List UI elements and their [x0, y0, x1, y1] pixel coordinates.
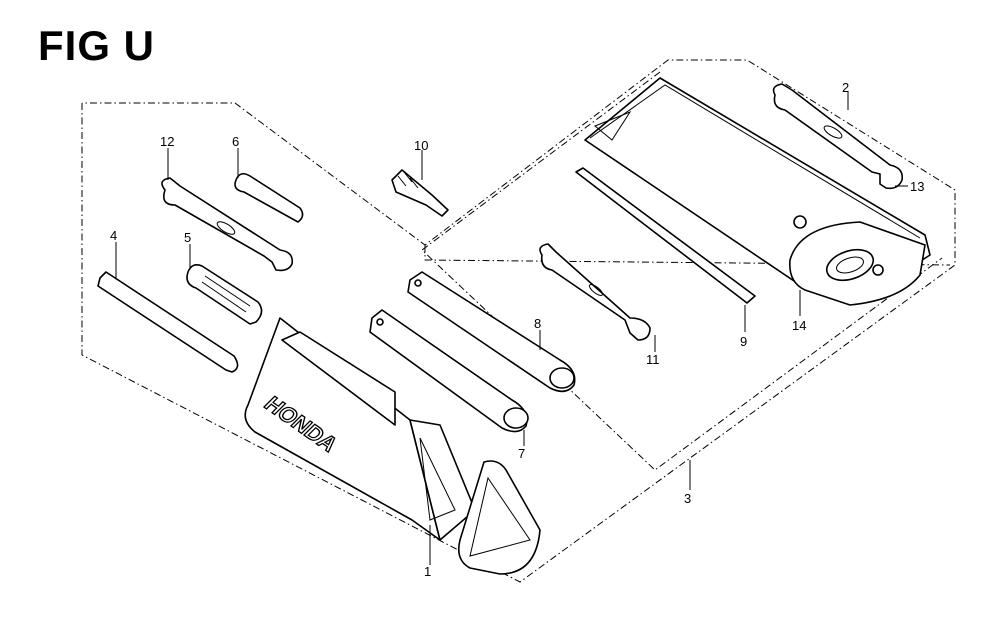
tool-bag: HONDA [244, 317, 541, 575]
open-end-wrench-11 [539, 243, 651, 341]
screwdriver-shaft [97, 271, 239, 373]
tommy-bar [575, 167, 756, 304]
box-wrench-7 [369, 309, 529, 433]
callout-9: 9 [740, 334, 747, 349]
callout-14: 14 [792, 318, 806, 333]
callout-10: 10 [414, 138, 428, 153]
callout-11: 11 [646, 352, 660, 367]
callouts: 1 2 3 4 5 6 7 8 9 10 11 12 13 14 [110, 80, 924, 579]
spark-plug [391, 169, 449, 217]
callout-7: 7 [518, 446, 525, 461]
callout-4: 4 [110, 228, 117, 243]
callout-3: 3 [684, 491, 691, 506]
screwdriver-grip [234, 172, 304, 223]
open-end-wrench-13 [772, 83, 904, 190]
open-end-wrench-12 [161, 177, 294, 272]
callout-1: 1 [424, 564, 431, 579]
callout-8: 8 [534, 316, 541, 331]
screwdriver-handle [186, 264, 263, 325]
tool-roll-bag [584, 77, 931, 306]
callout-5: 5 [184, 230, 191, 245]
leader-lines [115, 92, 908, 565]
callout-13: 13 [910, 179, 924, 194]
callout-12: 12 [160, 134, 174, 149]
callout-2: 2 [842, 80, 849, 95]
figure-title: FIG U [38, 22, 155, 69]
callout-6: 6 [232, 134, 239, 149]
box-wrench-8 [407, 271, 576, 393]
